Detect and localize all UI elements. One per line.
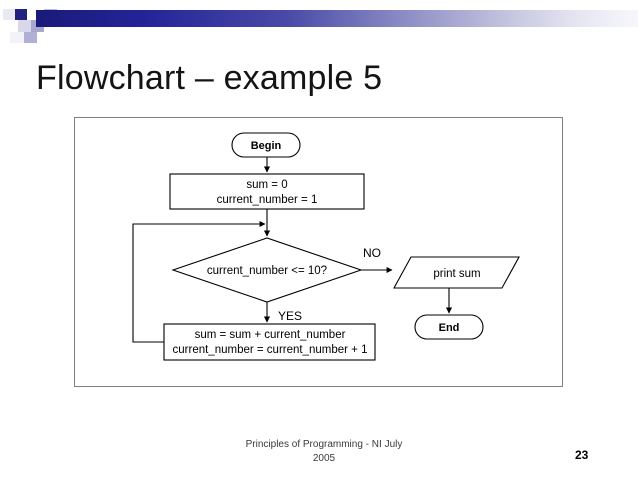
- edge-label-yes: YES: [278, 309, 302, 323]
- footer-line-2: 2005: [312, 453, 336, 464]
- node-end: End: [414, 314, 484, 340]
- decor-square-dark: [15, 9, 27, 20]
- begin-label: Begin: [251, 140, 282, 152]
- decor-square-lavender-2: [18, 20, 31, 32]
- init-label-line2: current_number = 1: [217, 194, 318, 206]
- node-update: sum = sum + current_number current_numbe…: [163, 323, 376, 361]
- update-label-line2: current_number = current_number + 1: [173, 344, 368, 356]
- node-print: print sum: [393, 256, 520, 289]
- init-process-shape: [169, 173, 365, 210]
- end-terminator-shape: [414, 314, 484, 340]
- decor-square-lavender-4: [24, 32, 37, 43]
- header-gradient-bar: [36, 10, 638, 27]
- edge-label-no: NO: [363, 246, 381, 260]
- node-decision: current_number <= 10?: [171, 237, 363, 303]
- decor-square-white-2: [5, 20, 18, 32]
- print-label: print sum: [433, 268, 480, 280]
- decision-label: current_number <= 10?: [207, 265, 327, 277]
- end-label: End: [439, 322, 460, 334]
- decor-square-pale-left: [3, 9, 15, 20]
- footer: Principles of Programming - NI July 2005: [179, 438, 469, 466]
- node-begin: Begin: [231, 132, 301, 158]
- decision-diamond-shape: [171, 237, 363, 303]
- page-number: 23: [575, 448, 589, 462]
- print-io-shape: [393, 256, 520, 289]
- footer-line-1: Principles of Programming - NI July: [245, 439, 403, 450]
- update-label-line1: sum = sum + current_number: [195, 329, 346, 341]
- begin-terminator-shape: [231, 132, 301, 158]
- edge-update-loopback-to-decision: [132, 220, 266, 343]
- page-title: Flowchart – example 5: [36, 59, 383, 97]
- init-label-line1: sum = 0: [246, 179, 287, 191]
- decor-square-pale-2: [10, 32, 24, 43]
- node-init: sum = 0 current_number = 1: [169, 173, 365, 210]
- update-process-shape: [163, 323, 376, 361]
